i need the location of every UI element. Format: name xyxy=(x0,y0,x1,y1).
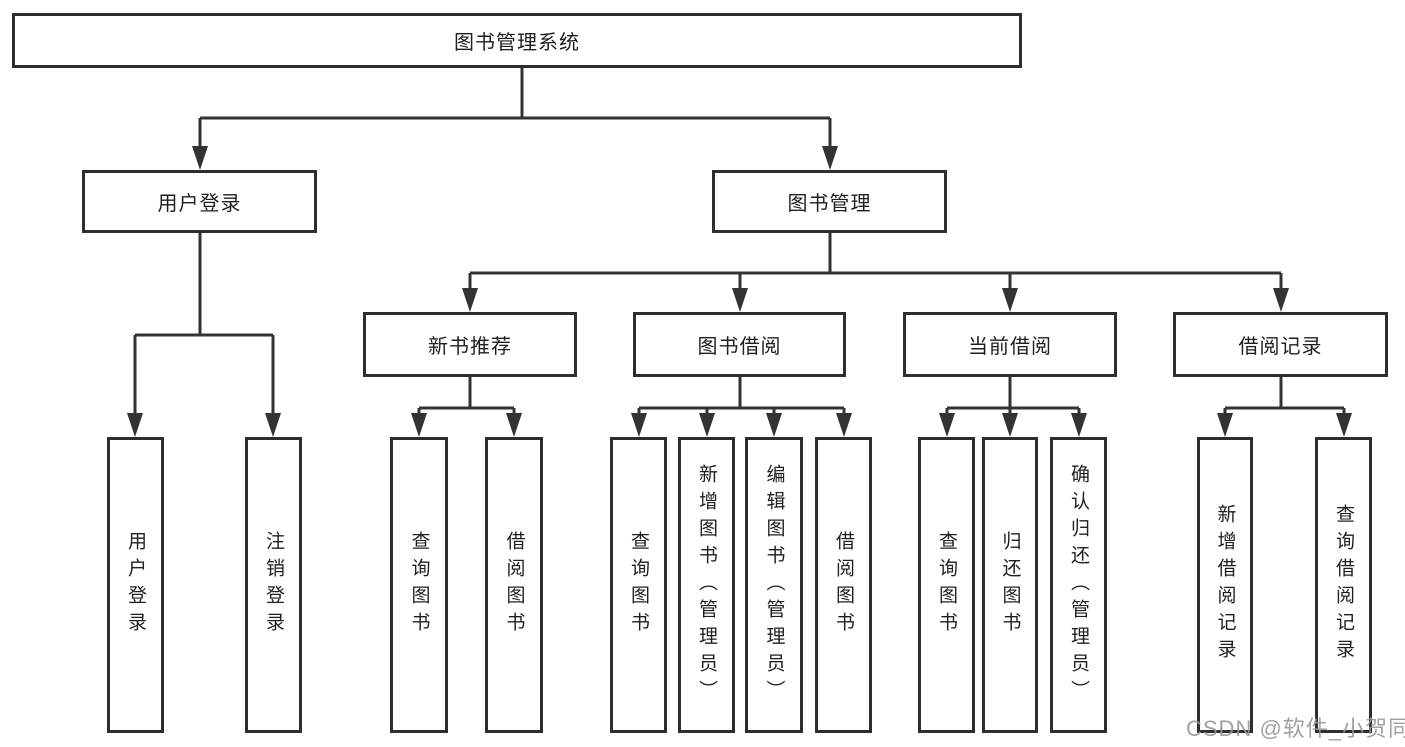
leaf-query-book-current-label: 查询图书 xyxy=(936,531,957,639)
leaf-add-borrow-record-label: 新增借阅记录 xyxy=(1214,504,1236,666)
leaf-query-book-recommend: 查询图书 xyxy=(390,437,448,733)
leaf-query-book-current: 查询图书 xyxy=(918,437,975,733)
leaf-edit-book-admin: 编辑图书（管理员） xyxy=(745,437,803,733)
node-system-root-label: 图书管理系统 xyxy=(454,32,580,54)
leaf-borrow-book-borrowing-label: 借阅图书 xyxy=(833,531,854,639)
node-new-book-recommendation: 新书推荐 xyxy=(363,312,577,377)
leaf-query-book-borrowing-label: 查询图书 xyxy=(628,531,649,639)
leaf-add-book-admin: 新增图书（管理员） xyxy=(678,437,735,733)
leaf-user-login: 用户登录 xyxy=(107,437,164,733)
arrowheads xyxy=(127,146,1352,437)
node-current-borrowing-label: 当前借阅 xyxy=(968,336,1052,358)
leaf-borrow-book-recommend-label: 借阅图书 xyxy=(503,531,525,639)
leaf-logout-label: 注销登录 xyxy=(263,531,284,639)
node-user-login: 用户登录 xyxy=(82,170,317,233)
leaf-add-borrow-record: 新增借阅记录 xyxy=(1197,437,1253,733)
leaf-edit-book-admin-label: 编辑图书（管理员） xyxy=(763,463,785,707)
watermark-text: CSDN @软件_小贺同学 xyxy=(1186,716,1405,741)
node-current-borrowing: 当前借阅 xyxy=(903,312,1117,377)
node-book-management: 图书管理 xyxy=(712,170,947,233)
node-user-login-label: 用户登录 xyxy=(157,193,242,215)
node-borrowing-records: 借阅记录 xyxy=(1173,312,1388,377)
leaf-query-borrow-record-label: 查询借阅记录 xyxy=(1333,504,1354,666)
leaf-confirm-return-admin-label: 确认归还（管理员） xyxy=(1068,463,1089,707)
node-borrowing-records-label: 借阅记录 xyxy=(1238,336,1323,358)
node-new-book-recommendation-label: 新书推荐 xyxy=(428,336,512,358)
leaf-return-book-label: 归还图书 xyxy=(999,531,1021,639)
leaf-query-borrow-record: 查询借阅记录 xyxy=(1315,437,1372,733)
node-book-borrowing-label: 图书借阅 xyxy=(697,336,782,358)
leaf-query-book-borrowing: 查询图书 xyxy=(610,437,667,733)
leaf-query-book-recommend-label: 查询图书 xyxy=(408,531,430,639)
leaf-confirm-return-admin: 确认归还（管理员） xyxy=(1050,437,1107,733)
leaf-borrow-book-recommend: 借阅图书 xyxy=(485,437,543,733)
leaf-user-login-label: 用户登录 xyxy=(125,531,146,639)
leaf-logout: 注销登录 xyxy=(245,437,302,733)
leaf-return-book: 归还图书 xyxy=(982,437,1038,733)
leaf-add-book-admin-label: 新增图书（管理员） xyxy=(696,463,717,707)
leaf-borrow-book-borrowing: 借阅图书 xyxy=(815,437,872,733)
node-book-management-label: 图书管理 xyxy=(787,193,872,215)
node-book-borrowing: 图书借阅 xyxy=(633,312,846,377)
node-system-root: 图书管理系统 xyxy=(12,13,1022,68)
